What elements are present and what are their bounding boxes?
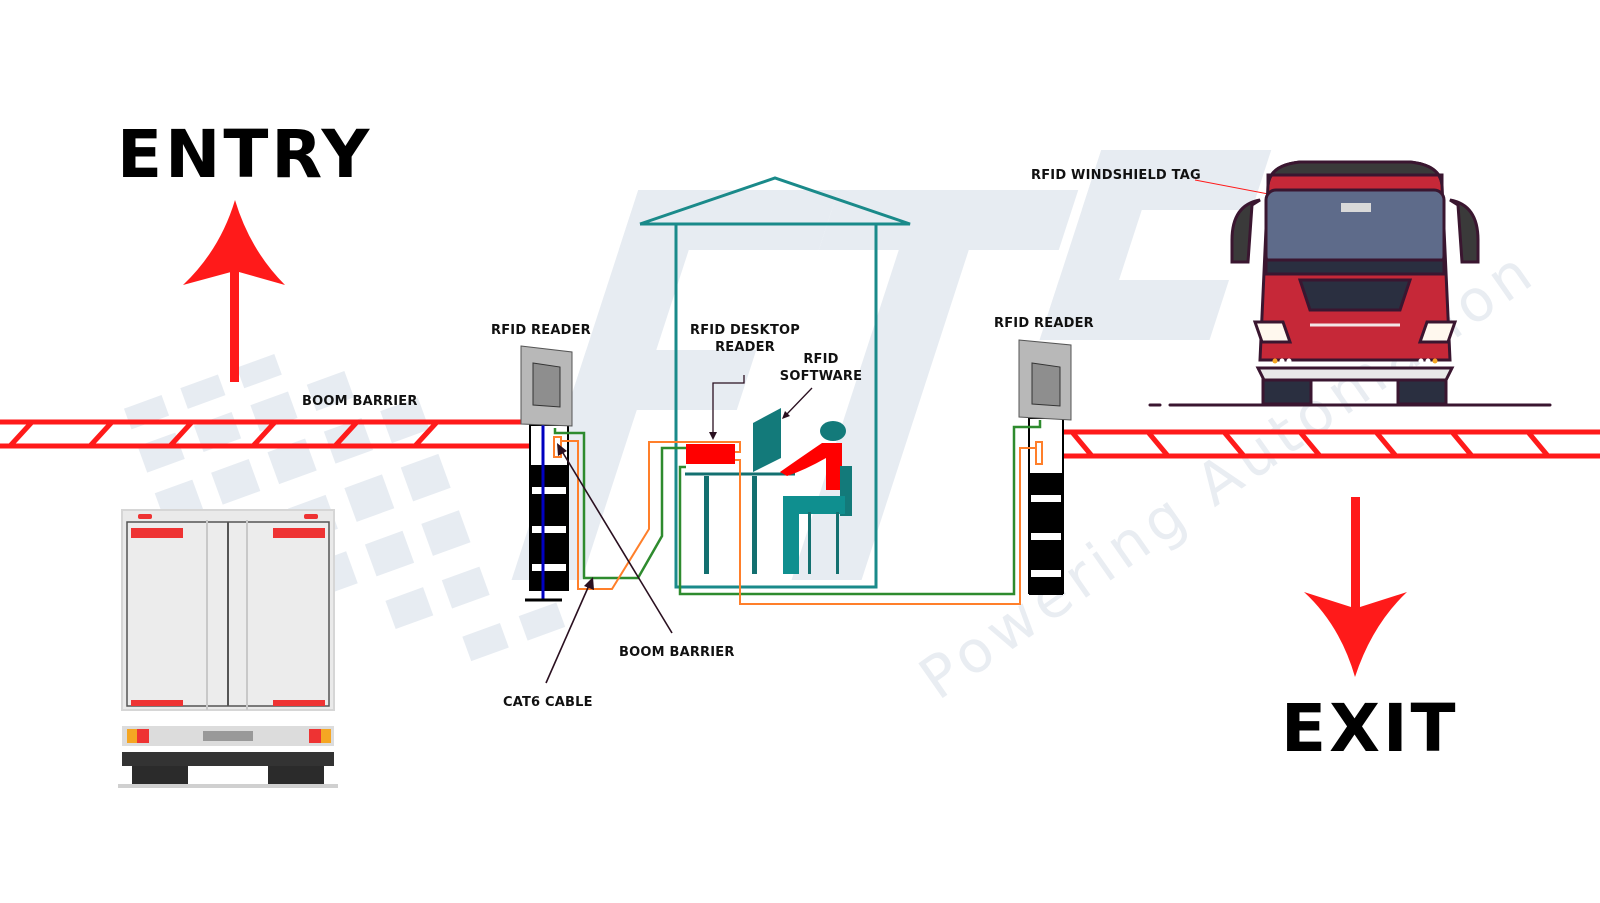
exit-label: EXIT: [1281, 690, 1459, 767]
monitor-icon: [753, 408, 781, 472]
left-rfid-reader-icon: [520, 345, 573, 427]
boom-barrier-pointer: [559, 447, 673, 634]
truck-lights: [1272, 358, 1438, 364]
rfid-desktop-reader-line2: READER: [715, 340, 775, 355]
right-barrier-post: [1028, 417, 1064, 595]
left-boom-barrier: [0, 419, 530, 449]
reflective-stripes: [131, 528, 325, 706]
rfid-windshield-tag: [1341, 203, 1371, 212]
rfid-software-line2: SOFTWARE: [779, 369, 863, 384]
guard-house: [639, 176, 911, 589]
red-truck-icon: [1230, 160, 1480, 406]
entry-arrow-icon: [183, 200, 285, 382]
cat6-cable-pointer: [545, 582, 591, 684]
rfid-reader-left-label: RFID READER: [491, 323, 591, 338]
operator-person-icon: [780, 421, 852, 574]
rfid-reader-right-label: RFID READER: [994, 316, 1094, 331]
boom-barrier-top-label: BOOM BARRIER: [302, 394, 418, 409]
software-pointer: [785, 387, 813, 416]
cat6-cable-label: CAT6 CABLE: [503, 695, 593, 710]
white-truck-icon: [118, 509, 338, 788]
right-rfid-reader-icon: [1018, 339, 1072, 421]
boom-barrier-bottom-label: BOOM BARRIER: [619, 645, 735, 660]
rfid-desktop-reader-label: RFID DESKTOP READER: [690, 322, 800, 356]
rfid-windshield-tag-label: RFID WINDSHIELD TAG: [1031, 168, 1201, 183]
rfid-desktop-reader-line1: RFID DESKTOP: [690, 323, 800, 338]
cable-green: [553, 420, 1042, 596]
cable-orange: [561, 440, 1036, 605]
rfid-software-label: RFID SOFTWARE: [776, 351, 866, 385]
entry-label: ENTRY: [117, 116, 373, 193]
rfid-desktop-reader-device: [686, 444, 735, 464]
rfid-software-line1: RFID: [803, 352, 839, 367]
exit-arrow-icon: [1304, 497, 1407, 677]
right-boom-barrier: [1064, 429, 1600, 459]
left-barrier-post: [525, 424, 569, 602]
desktop-reader-pointer: [712, 375, 745, 434]
